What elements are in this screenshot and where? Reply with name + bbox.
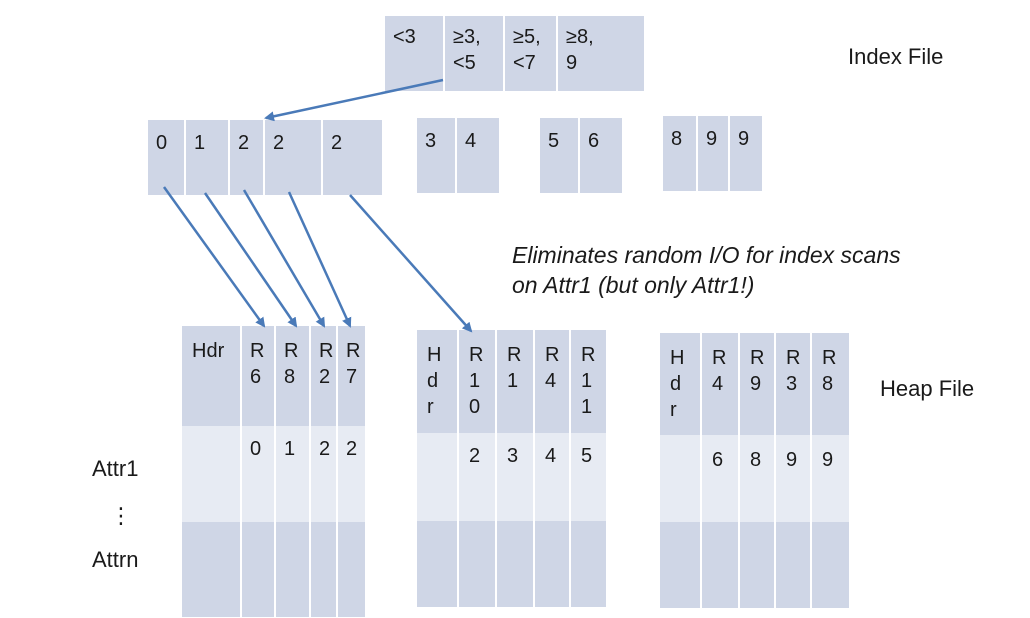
heap-record-id: R 1 1 <box>581 344 596 418</box>
index-root-key: ≥5, <7 <box>505 16 558 91</box>
heap-attr1-value: 3 <box>507 445 519 467</box>
arrow-leaf-to-heap <box>162 186 266 328</box>
heap-record-id: R 6 <box>242 326 276 617</box>
heap-record-id: R 3 <box>776 333 812 608</box>
leaf-key: 1 <box>186 120 230 195</box>
heap-header-band <box>417 330 606 433</box>
heap-header: Hdr <box>182 326 242 617</box>
heap-attr1-value: 9 <box>786 449 798 471</box>
attrn-row-label: Attrn <box>92 547 139 572</box>
arrow-leaf-to-heap <box>349 194 473 333</box>
leaf-key: 5 <box>540 118 580 193</box>
heap-attr1-value: 5 <box>581 445 593 467</box>
leaf-key: 8 <box>663 116 698 191</box>
heap-attr1-value: 2 <box>319 438 331 460</box>
heap-attrn-band <box>182 522 365 617</box>
heap-record-id: R 4 <box>535 330 571 607</box>
arrow-leaf-to-heap <box>242 189 326 328</box>
heap-attrn-band <box>417 521 606 607</box>
heap-attrn-band <box>660 522 849 608</box>
heap-record-id: R 8 <box>276 326 311 617</box>
heap-attr1-band <box>182 426 365 522</box>
leaf-key: 4 <box>457 118 499 193</box>
heap-header: H d r <box>660 333 702 608</box>
leaf-key: 2 <box>230 120 265 195</box>
index-root-key: ≥8, 9 <box>558 16 644 91</box>
heap-attr1-band <box>660 435 849 522</box>
leaf-key: 2 <box>265 120 323 195</box>
arrow-leaf-to-heap <box>203 192 298 328</box>
heap-record-id: R 2 <box>311 326 338 617</box>
note-text: Eliminates random I/O for index scans on… <box>512 242 901 298</box>
heap-file-label: Heap File <box>880 376 975 401</box>
ellipsis-label: ⋮ <box>110 503 132 528</box>
index-file-label: Index File <box>848 44 944 69</box>
leaf-key: 2 <box>323 120 382 195</box>
heap-header-band <box>182 326 365 426</box>
index-root-key: <3 <box>385 16 445 91</box>
heap-attr1-value: 2 <box>346 438 358 460</box>
heap-header: H d r <box>417 330 459 607</box>
arrow-leaf-to-heap <box>287 191 352 328</box>
heap-attr1-value: 8 <box>750 449 762 471</box>
heap-attr1-value: 2 <box>469 445 481 467</box>
heap-attr1-value: 9 <box>822 449 834 471</box>
heap-header-band <box>660 333 849 435</box>
heap-attr1-value: 6 <box>712 449 724 471</box>
heap-record-id: R 9 <box>740 333 776 608</box>
index-root-key: ≥3, <5 <box>445 16 505 91</box>
leaf-key: 3 <box>417 118 457 193</box>
leaf-key: 9 <box>730 116 762 191</box>
attr1-row-label: Attr1 <box>92 456 139 481</box>
heap-record-id: R 1 0 <box>459 330 497 607</box>
heap-record-id: R 4 <box>702 333 740 608</box>
heap-record-id: R 1 <box>497 330 535 607</box>
heap-record-id: R 7 <box>346 340 361 388</box>
heap-attr1-band <box>417 433 606 521</box>
heap-record-id: R 8 <box>822 347 837 395</box>
heap-attr1-value: 4 <box>545 445 557 467</box>
heap-attr1-value: 1 <box>284 438 296 460</box>
leaf-key: 6 <box>580 118 622 193</box>
leaf-key: 0 <box>148 120 186 195</box>
heap-attr1-value: 0 <box>250 438 262 460</box>
leaf-key: 9 <box>698 116 730 191</box>
